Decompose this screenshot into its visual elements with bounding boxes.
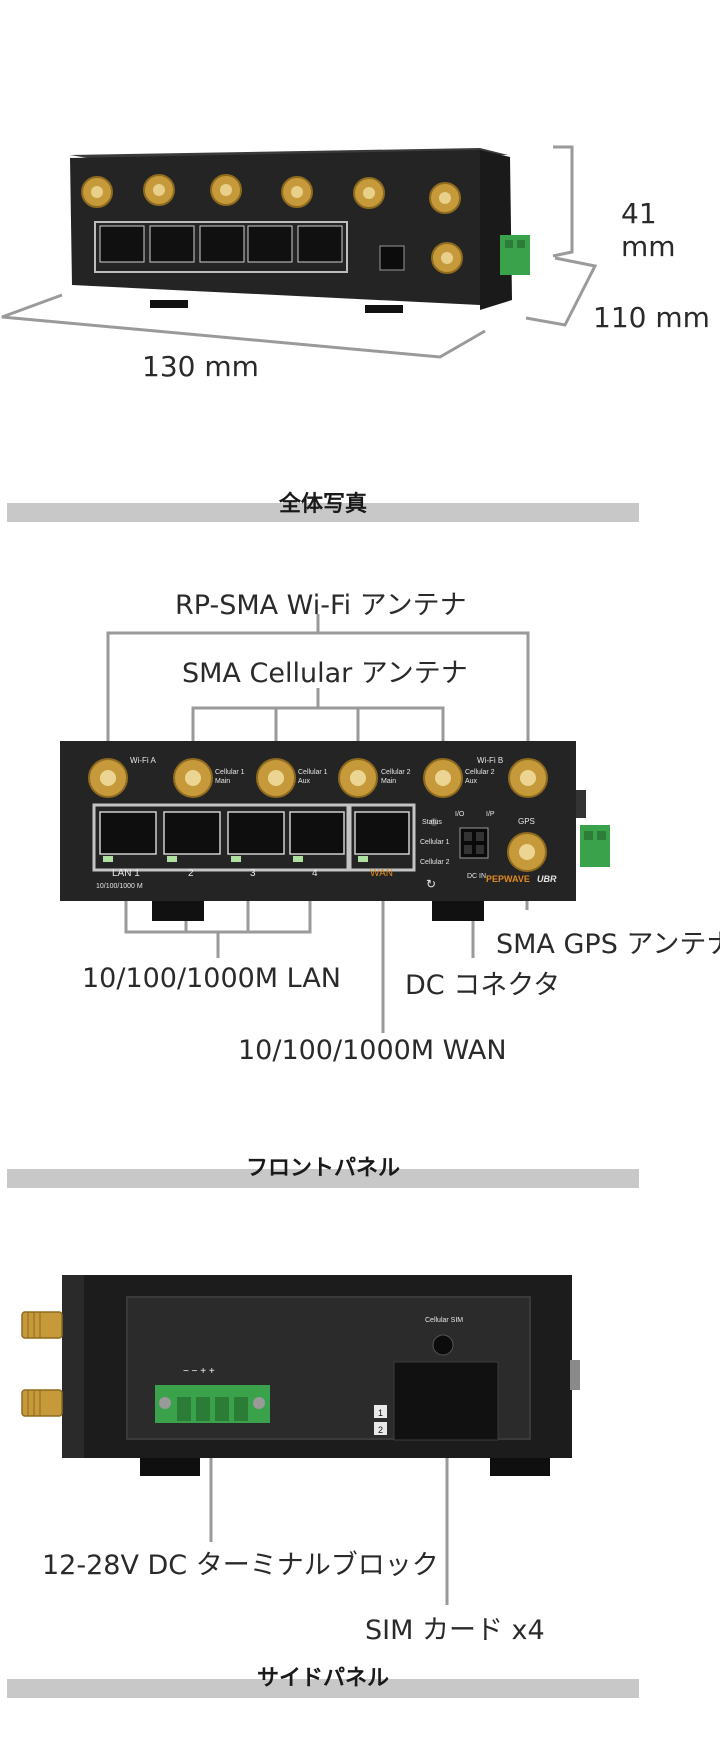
- section-title-front: フロントパネル: [245, 1156, 400, 1181]
- lan-callout: 10/100/1000M LAN: [82, 963, 342, 994]
- label-port-4: 4: [312, 868, 318, 879]
- label-wan: WAN: [370, 868, 393, 879]
- sim-card-callout: SIM カード x4: [365, 1615, 545, 1646]
- depth-dimension: 110 mm: [593, 301, 710, 334]
- terminal-block-callout: 12-28V DC ターミナルブロック: [42, 1550, 439, 1581]
- label-model: UBR: [537, 874, 557, 884]
- label-cellular-1-main-b: Main: [215, 778, 230, 785]
- label-dc-in: DC IN: [467, 873, 486, 880]
- label-cellular-1-main-a: Cellular 1: [215, 769, 245, 776]
- front-panel-labels: Wi-Fi A Cellular 1 Main Cellular 1 Aux C…: [96, 756, 557, 890]
- dc-connector-callout: DC コネクタ: [405, 970, 561, 1001]
- label-lan-1: LAN 1: [112, 868, 140, 879]
- label-wifi-a: Wi-Fi A: [130, 756, 156, 765]
- label-cellular-2-main-a: Cellular 2: [381, 769, 411, 776]
- wifi-antenna-callout: RP-SMA Wi-Fi アンテナ: [175, 590, 467, 621]
- label-cellular-1-aux-a: Cellular 1: [298, 769, 328, 776]
- section-bar-front: [7, 1169, 639, 1188]
- side-panel-labels: − − + + Cellular SIM 1 2: [183, 1317, 463, 1435]
- svg-text:↻: ↻: [426, 877, 436, 891]
- label-status: Status: [422, 819, 442, 826]
- label-cellular-1: Cellular 1: [420, 839, 450, 846]
- label-gps: GPS: [518, 817, 535, 826]
- label-cellular-sim: Cellular SIM: [425, 1317, 463, 1324]
- section-title-side: サイドパネル: [256, 1666, 389, 1691]
- wan-callout: 10/100/1000M WAN: [238, 1035, 507, 1066]
- label-ip: I/P: [486, 811, 495, 818]
- label-speed: 10/100/1000 M: [96, 883, 143, 890]
- section-bar-side: [7, 1679, 639, 1698]
- label-port-2: 2: [188, 868, 194, 879]
- label-cellular-2: Cellular 2: [420, 859, 450, 866]
- label-sim-slot-2: 2: [378, 1425, 383, 1435]
- label-cellular-2-main-b: Main: [381, 778, 396, 785]
- overall-device-illustration: [1, 145, 598, 359]
- section-title-overall: 全体写真: [278, 492, 367, 517]
- label-brand: PEPWAVE: [486, 874, 530, 884]
- cellular-antenna-callout: SMA Cellular アンテナ: [182, 658, 468, 689]
- label-cellular-1-aux-b: Aux: [298, 778, 311, 785]
- front-panel-illustration: ↻: [60, 614, 610, 1033]
- side-panel-illustration: [21, 1275, 580, 1605]
- label-cellular-2-aux-a: Cellular 2: [465, 769, 495, 776]
- label-terminal-signs: − − + +: [183, 1366, 215, 1377]
- label-cellular-2-aux-b: Aux: [465, 778, 478, 785]
- label-port-3: 3: [250, 868, 256, 879]
- label-io: I/O: [455, 811, 465, 818]
- label-sim-slot-1: 1: [378, 1408, 383, 1418]
- height-dimension: 41 mm: [621, 197, 676, 263]
- gps-antenna-callout: SMA GPS アンテナ: [496, 929, 720, 960]
- width-dimension: 130 mm: [142, 350, 259, 383]
- section-bar-overall: [7, 503, 639, 522]
- label-wifi-b: Wi-Fi B: [477, 756, 503, 765]
